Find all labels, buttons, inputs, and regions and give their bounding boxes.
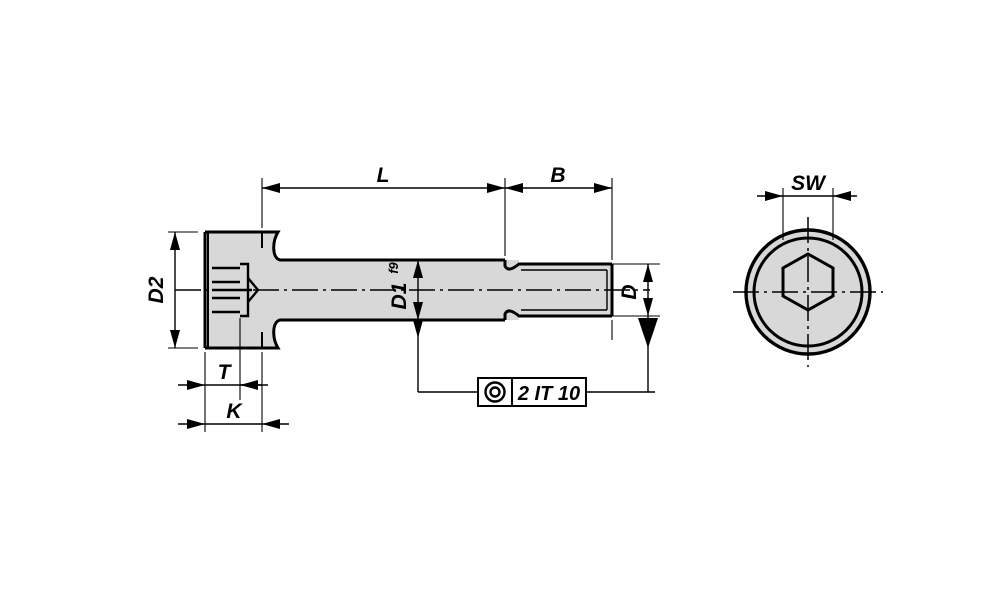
- dimension-label-SW: SW: [791, 172, 827, 195]
- dimension-label-L: L: [377, 164, 390, 187]
- dimension-label-D: D: [618, 284, 641, 299]
- dimension-tolerance-D1: f9: [386, 261, 401, 273]
- dimension-SW: SW: [757, 172, 857, 240]
- dimension-K: K: [178, 400, 289, 429]
- end-view-centerlines: [733, 217, 883, 367]
- end-view-group: SW: [733, 172, 883, 367]
- dimension-L: L: [262, 164, 505, 193]
- concentricity-icon: [484, 381, 506, 403]
- dimension-label-D1: D1: [388, 283, 411, 310]
- extension-lines: [168, 178, 613, 432]
- dimension-label-T: T: [218, 361, 233, 384]
- dimension-D: D: [612, 263, 660, 317]
- tolerance-frame-value: 2 IT 10: [517, 383, 580, 405]
- dimension-B: B: [505, 164, 612, 193]
- dimension-label-D2: D2: [145, 276, 168, 303]
- side-view-group: [175, 230, 650, 350]
- dimension-label-B: B: [550, 164, 565, 187]
- head-outline: [203, 230, 505, 350]
- dimension-label-K: K: [226, 400, 243, 423]
- dimension-T: T: [178, 361, 268, 390]
- dimension-D1: D1 f9: [386, 260, 423, 320]
- dimension-D2: D2: [145, 232, 180, 348]
- tolerance-frame-group: 2 IT 10: [413, 316, 658, 407]
